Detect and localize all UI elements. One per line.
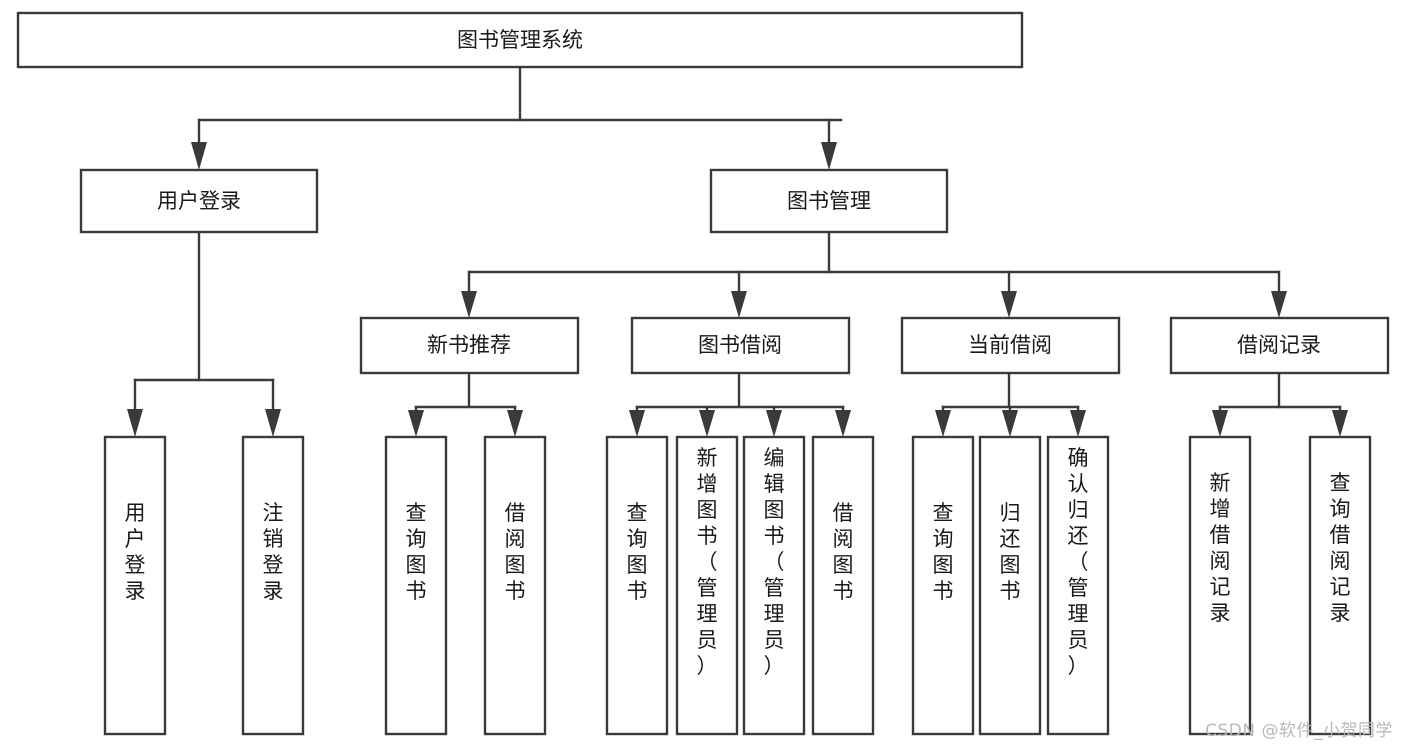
leaf-borrow-book-1[interactable]: 借阅图书 (483, 435, 547, 736)
node-new-book-recommend-label: 新书推荐 (427, 333, 511, 357)
connector-root-to-level2 (191, 65, 843, 170)
leaf-user-login-label: 用户登录 (125, 501, 146, 603)
leaf-return-book-label: 归还图书 (1000, 501, 1021, 603)
node-borrow-record[interactable]: 借阅记录 (1169, 316, 1390, 375)
node-user-login-label: 用户登录 (157, 189, 241, 213)
leaf-query-book-3[interactable]: 查询图书 (911, 435, 975, 736)
node-borrow-record-label: 借阅记录 (1237, 333, 1321, 357)
node-book-management[interactable]: 图书管理 (709, 168, 949, 234)
leaf-logout[interactable]: 注销登录 (241, 435, 305, 736)
leaf-user-login[interactable]: 用户登录 (103, 435, 167, 736)
node-book-borrow-label: 图书借阅 (698, 333, 782, 357)
node-book-borrow[interactable]: 图书借阅 (630, 316, 851, 375)
leaf-query-book-2[interactable]: 查询图书 (605, 435, 669, 736)
leaf-query-book-2-label: 查询图书 (627, 501, 648, 603)
leaf-query-record-label: 查询借阅记录 (1330, 471, 1351, 625)
connector-bookborrow-to-leaves (629, 371, 851, 437)
connector-borrowrecord-to-leaves (1212, 371, 1348, 437)
leaf-return-book[interactable]: 归还图书 (978, 435, 1042, 736)
leaf-borrow-book-2-label: 借阅图书 (833, 501, 854, 603)
leaf-query-book-1[interactable]: 查询图书 (384, 435, 448, 736)
leaf-add-book-label: 新增图书（管理员） (697, 446, 718, 678)
leaf-add-record-label: 新增借阅记录 (1210, 471, 1231, 625)
leaf-borrow-book-1-label: 借阅图书 (505, 501, 526, 603)
leaf-logout-label: 注销登录 (263, 501, 284, 603)
node-book-management-label: 图书管理 (787, 189, 871, 213)
node-root[interactable]: 图书管理系统 (16, 11, 1024, 69)
leaf-add-book[interactable]: 新增图书（管理员） (675, 435, 739, 736)
leaf-query-book-3-label: 查询图书 (933, 501, 954, 603)
node-current-borrow-label: 当前借阅 (968, 333, 1052, 357)
leaf-confirm-return[interactable]: 确认归还（管理员） (1046, 435, 1110, 736)
leaf-edit-book-label: 编辑图书（管理员） (764, 446, 785, 678)
node-user-login[interactable]: 用户登录 (79, 168, 319, 234)
leaf-confirm-return-label: 确认归还（管理员） (1068, 446, 1089, 678)
leaf-query-book-1-label: 查询图书 (406, 501, 427, 603)
node-current-borrow[interactable]: 当前借阅 (900, 316, 1121, 375)
leaf-query-record[interactable]: 查询借阅记录 (1308, 435, 1372, 736)
leaf-borrow-book-2[interactable]: 借阅图书 (811, 435, 875, 736)
leaf-edit-book[interactable]: 编辑图书（管理员） (742, 435, 806, 736)
csdn-watermark: CSDN @软件_小贺同学 (1205, 721, 1393, 741)
connector-newbook-to-leaves (408, 371, 523, 437)
connector-userlogin-to-leaves (127, 230, 281, 437)
node-new-book-recommend[interactable]: 新书推荐 (359, 316, 580, 375)
node-root-label: 图书管理系统 (457, 28, 583, 52)
connector-currentborrow-to-leaves (935, 371, 1086, 437)
leaf-add-record[interactable]: 新增借阅记录 (1188, 435, 1252, 736)
connector-bookmgmt-to-level3 (461, 230, 1287, 318)
